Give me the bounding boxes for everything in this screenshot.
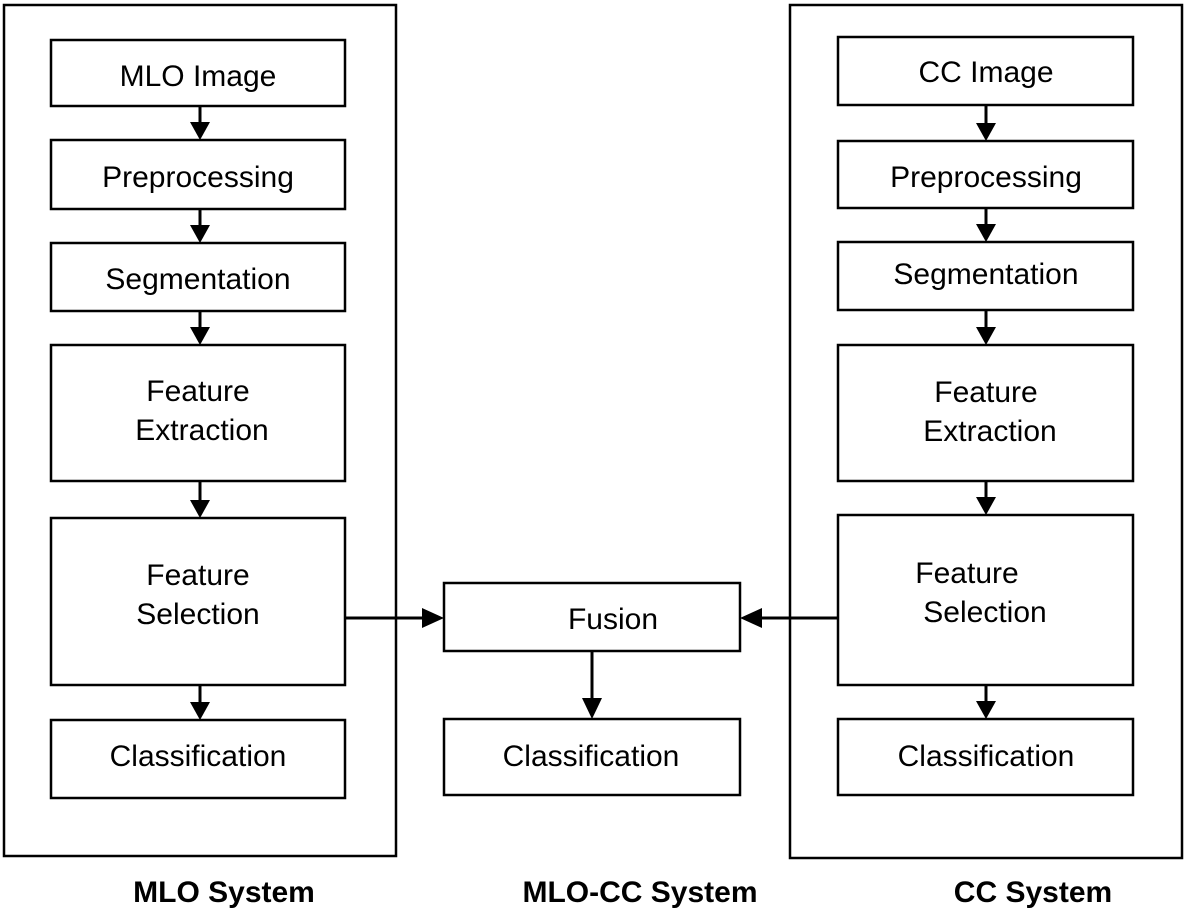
arrowhead	[582, 698, 602, 719]
edges	[190, 105, 996, 720]
arrowhead	[976, 497, 996, 515]
cc-feature-extraction-label-line-2: Extraction	[923, 415, 1056, 448]
arrowhead	[190, 500, 210, 518]
system-captions: MLO System MLO-CC System CC System	[133, 876, 1112, 909]
cc-segmentation-node	[836, 240, 1135, 312]
arrowhead	[976, 701, 996, 719]
cc-feature-extraction-label-line-1: Feature	[934, 376, 1037, 409]
arrowhead	[190, 327, 210, 345]
mlo-system-caption: MLO System	[133, 876, 315, 909]
nodes: MLO Image Preprocessing Segmentation Fea…	[49, 35, 1135, 800]
mlo-preprocessing-node	[49, 138, 347, 211]
mlo-classification-node	[49, 718, 347, 800]
fusion-node	[442, 581, 742, 653]
mlo-system-frame	[2, 3, 398, 858]
cc-feature-selection-label-line-2: Selection	[923, 596, 1046, 629]
mlo-feature-extraction-node	[49, 343, 347, 483]
arrowhead	[976, 123, 996, 141]
cc-image-label: CC Image	[918, 56, 1053, 89]
cc-feature-selection-label-line-1: Feature	[915, 557, 1018, 590]
cc-system-frame	[788, 3, 1184, 860]
arrowhead	[976, 224, 996, 242]
fusion-classification-label: Classification	[503, 740, 680, 773]
system-frames	[2, 3, 1184, 860]
cc-preprocessing-node	[836, 139, 1135, 210]
fusion-label: Fusion	[568, 603, 658, 636]
mlo-classification-label: Classification	[110, 740, 287, 773]
cc-classification-node	[836, 717, 1135, 797]
arrowhead	[976, 327, 996, 345]
arrowhead	[190, 122, 210, 140]
mlo-image-node	[49, 38, 347, 108]
arrowhead	[740, 608, 762, 628]
mlo-feature-extraction-label-line-1: Feature	[146, 375, 249, 408]
mlo-preprocessing-label: Preprocessing	[102, 161, 294, 194]
mlo-feature-selection-label-line-1: Feature	[146, 559, 249, 592]
arrowhead	[190, 702, 210, 720]
cc-feature-selection-node	[836, 513, 1135, 687]
cc-preprocessing-label: Preprocessing	[890, 161, 1082, 194]
cc-image-node	[836, 35, 1135, 107]
mlo-cc-system-caption: MLO-CC System	[522, 876, 757, 909]
mlo-segmentation-node	[49, 241, 347, 313]
mlo-image-label: MLO Image	[120, 60, 277, 93]
mlo-segmentation-label: Segmentation	[105, 263, 290, 296]
mlo-feature-selection-node	[49, 516, 347, 687]
mlo-feature-selection-label-line-2: Selection	[136, 598, 259, 631]
cc-system-caption: CC System	[954, 876, 1112, 909]
arrowhead	[190, 225, 210, 243]
mlo-feature-extraction-label-line-2: Extraction	[135, 414, 268, 447]
cc-feature-extraction-node	[836, 343, 1135, 483]
fusion-classification-node	[442, 717, 742, 797]
cc-classification-label: Classification	[898, 740, 1075, 773]
arrowhead	[422, 608, 444, 628]
cc-segmentation-label: Segmentation	[893, 258, 1078, 291]
